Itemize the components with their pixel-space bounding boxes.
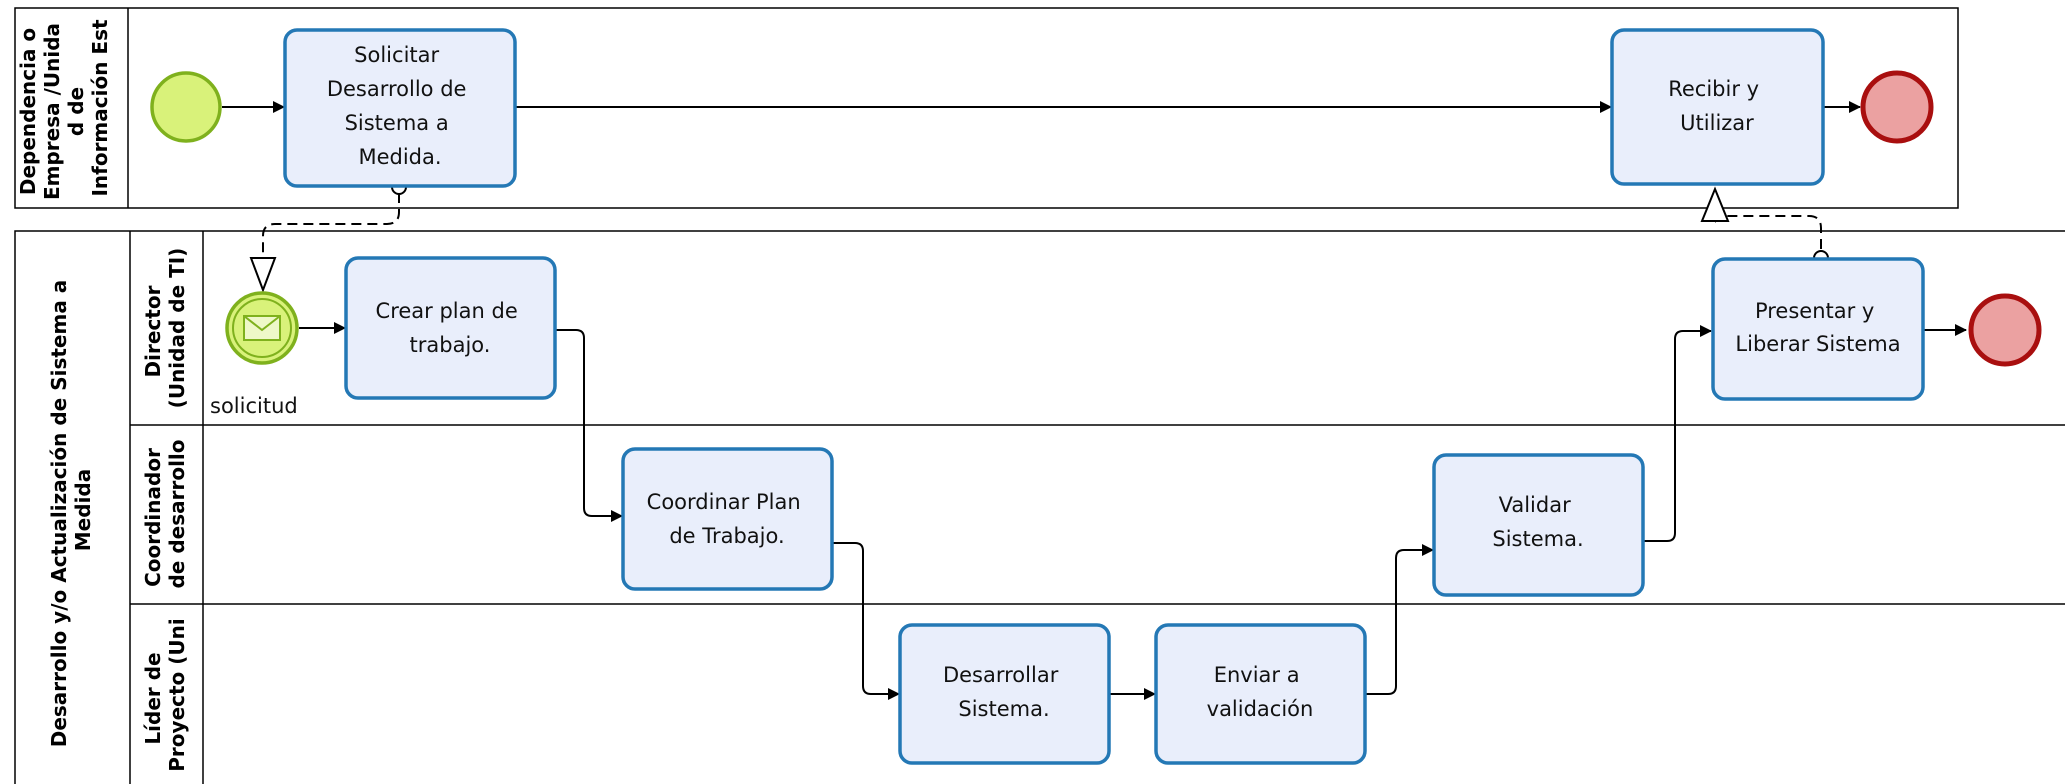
task-solicitar[interactable]: Solicitar Desarrollo de Sistema a Medida… [283, 28, 517, 188]
lane-lider-label: Líder de Proyecto (Uni [141, 618, 189, 771]
start-event[interactable] [150, 71, 222, 143]
lane-director-label: Director (Unidad de TI) [141, 248, 189, 409]
pool-desarrollo: Desarrollo y/o Actualización de Sistema … [14, 230, 2065, 784]
task-validar[interactable]: Validar Sistema. [1432, 453, 1645, 597]
task-crear[interactable]: Crear plan de trabajo. [344, 256, 557, 400]
task-recibir[interactable]: Recibir y Utilizar [1610, 28, 1825, 186]
task-enviar[interactable]: Enviar a validación [1154, 623, 1367, 765]
task-coordinar[interactable]: Coordinar Plan de Trabajo. [621, 447, 834, 591]
task-validar-label: Validar Sistema. [1492, 493, 1583, 551]
task-presentar-label: Presentar y Liberar Sistema [1735, 299, 1900, 356]
task-desarrollar-label: Desarrollar Sistema. [943, 663, 1065, 721]
flow-crear-to-coordinar [555, 329, 623, 522]
end-event-director[interactable] [1968, 293, 2042, 367]
pool-dependencia: Dependencia o Empresa /Unida d de Inform… [14, 7, 1959, 209]
task-presentar[interactable]: Presentar y Liberar Sistema [1711, 257, 1925, 401]
message-start-event[interactable] [225, 291, 299, 365]
message-start-label: solicitud [210, 394, 298, 418]
sequence-flows [222, 101, 1967, 700]
task-desarrollar[interactable]: Desarrollar Sistema. [898, 623, 1111, 765]
message-flow-presentar-to-recibir [1700, 186, 1829, 266]
task-enviar-label: Enviar a validación [1207, 663, 1314, 721]
task-coordinar-label: Coordinar Plan de Trabajo. [647, 490, 808, 548]
lane-coordinador: Coordinador de desarrollo [141, 439, 189, 588]
flow-enviar-to-validar [1365, 544, 1434, 695]
envelope-icon [243, 315, 281, 341]
end-event-top[interactable] [1860, 70, 1934, 144]
flow-coordinar-to-desarrollar [832, 542, 900, 700]
task-solicitar-label: Solicitar Desarrollo de Sistema a Medida… [327, 43, 473, 169]
pool-dependencia-label: Dependencia o Empresa /Unida d de Inform… [16, 16, 112, 200]
task-crear-label: Crear plan de trabajo. [376, 299, 525, 357]
lane-coordinador-label: Coordinador de desarrollo [141, 439, 189, 588]
flow-validar-to-presentar [1643, 325, 1712, 542]
pool-desarrollo-label: Desarrollo y/o Actualización de Sistema … [47, 273, 95, 748]
lane-director: Director (Unidad de TI) [141, 248, 189, 409]
lane-lider: Líder de Proyecto (Uni [141, 618, 189, 771]
task-recibir-label: Recibir y Utilizar [1668, 77, 1766, 135]
